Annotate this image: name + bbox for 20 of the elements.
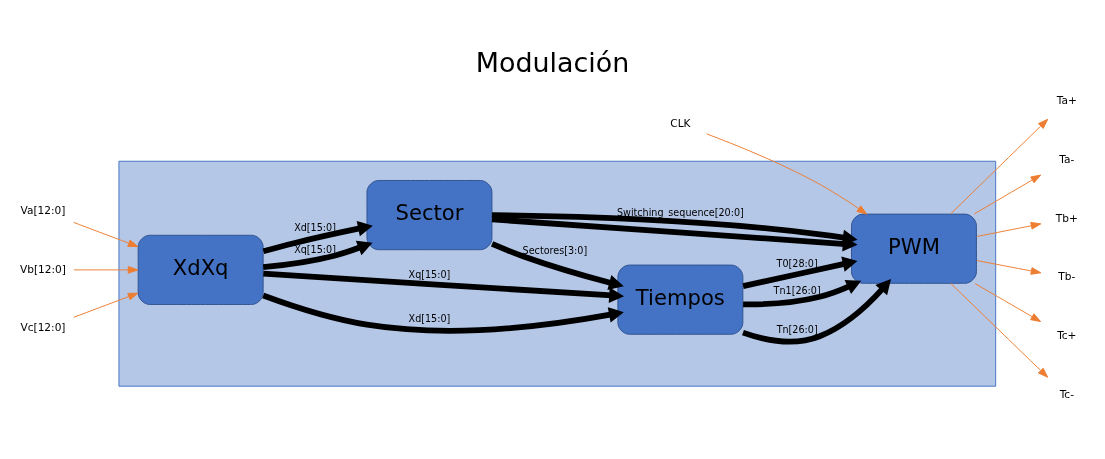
- diagram-title: Modulación: [475, 47, 630, 79]
- node-text: Tc+: [1057, 328, 1077, 341]
- node-text: Tc-: [1059, 387, 1074, 400]
- edge-label: Xq[15:0]: [408, 268, 451, 280]
- node-text: Vc[12:0]: [20, 321, 66, 334]
- node-text: Ta+: [1056, 94, 1077, 107]
- edge-label: Tn1[26:0]: [773, 284, 821, 296]
- node-text: Va[12:0]: [20, 203, 66, 216]
- edge-label: Sectores[3:0]: [522, 244, 588, 256]
- edge-label: Switching_sequence[20:0]: [616, 207, 744, 219]
- edge-label: Xd[15:0]: [408, 312, 451, 324]
- node-text: Tb+: [1055, 211, 1078, 224]
- node-text: Tb-: [1058, 270, 1076, 283]
- node-text: Ta-: [1059, 152, 1075, 165]
- edge-label: T0[28:0]: [776, 257, 818, 269]
- edge-label: Xq[15:0]: [294, 243, 336, 255]
- node-text: Vb[12:0]: [20, 262, 66, 275]
- edge-label: Xd[15:0]: [294, 222, 336, 234]
- node-text: CLK: [670, 117, 691, 130]
- edge-label: Tn[26:0]: [776, 324, 818, 336]
